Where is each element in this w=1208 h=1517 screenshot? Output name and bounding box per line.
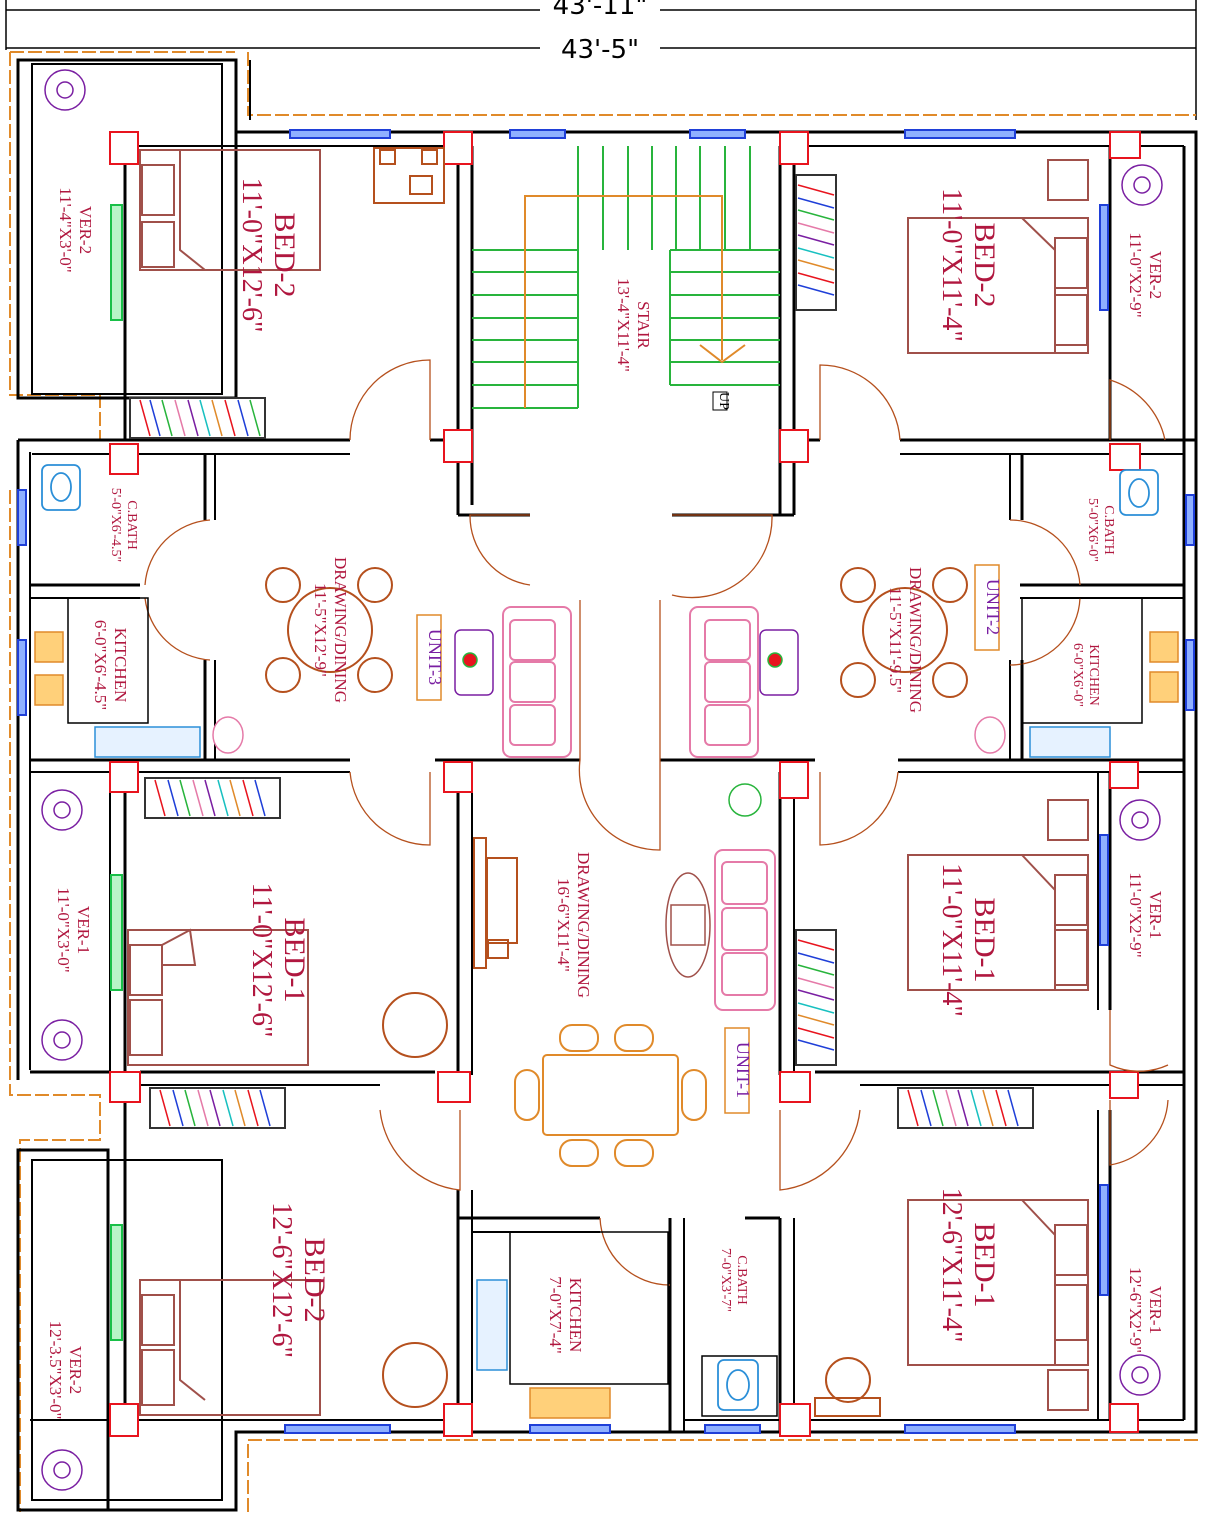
bed2-top-right-name: BED-2 <box>968 223 1001 308</box>
bed-bottom-left <box>139 1279 321 1416</box>
bed1-bottom-right-name: BED-1 <box>968 1223 1001 1308</box>
kitchen-left-name: KITCHEN <box>111 628 130 703</box>
dimension-lines: 43'-11" 43'-5" <box>5 0 1197 120</box>
cbath-left-size: 5'-0"X6'-4.5" <box>108 488 123 562</box>
kitchen-bottom-name: KITCHEN <box>566 1278 585 1353</box>
coffee-tables <box>454 629 799 978</box>
inner-width-dimension: 43'-5" <box>561 35 639 65</box>
tv-unit <box>373 147 518 969</box>
bed2-bottom-left-name: BED-2 <box>298 1238 331 1323</box>
overall-width-dimension: 43'-11" <box>553 0 648 21</box>
bed2-top-left-name: BED-2 <box>268 213 301 298</box>
cbath-right-name: C.BATH <box>1101 505 1116 554</box>
stair-up-label: UP <box>716 392 731 410</box>
drawing-right-size: 11'-5"X11'-9.5" <box>886 587 905 693</box>
ver1-bottom-right-name: VER-1 <box>1146 1286 1165 1334</box>
bed2-top-left-size: 11'-0"X12'-6" <box>236 178 267 333</box>
ver1-bottom-right-size: 12'-6"X2'-9" <box>1126 1267 1145 1353</box>
drawing-center-size: 16'-6"X11'-4" <box>554 878 573 972</box>
sofas <box>502 606 776 1011</box>
ver1-right-name: VER-1 <box>1146 891 1165 939</box>
ver2-bottom-left-name: VER-2 <box>66 1346 85 1394</box>
bed-top-left <box>139 149 321 271</box>
dining-table-center <box>514 1024 707 1167</box>
ver2-top-left-name: VER-2 <box>76 206 95 254</box>
drawing-center-name: DRAWING/DINING <box>574 852 593 998</box>
ver2-top-left-size: 11'-4"X3'-0" <box>56 187 75 272</box>
unit-labels: UNIT-3 UNIT-2 UNIT-1 <box>416 564 1003 1114</box>
bed2-top-right-size: 11'-0"X11'-4" <box>936 188 967 342</box>
door-swings <box>144 359 1169 1286</box>
wardrobes <box>129 174 1034 1129</box>
bed2-bottom-left-size: 12'-6"X12'-6" <box>266 1202 297 1358</box>
drawing-left-name: DRAWING/DINING <box>331 557 350 703</box>
stair: UP <box>472 146 780 411</box>
bed-top-right <box>907 159 1089 354</box>
unit-2-label: UNIT-2 <box>983 579 1003 635</box>
ver2-top-right-name: VER-2 <box>1146 251 1165 299</box>
ver2-top-right-size: 11'-0"X2'-9" <box>1126 232 1145 317</box>
unit-1-label: UNIT-1 <box>733 1042 753 1098</box>
room-labels: VER-2 11'-4"X3'-0" BED-2 11'-0"X12'-6" S… <box>46 178 1165 1420</box>
ver2-bottom-left-size: 12'-3.5"X3'-0" <box>46 1321 65 1420</box>
drawing-left-size: 11'-5"X12'-9" <box>311 583 330 677</box>
cbath-bottom-name: C.BATH <box>734 1255 749 1304</box>
bed1-bottom-right-size: 12'-6"X11'-4" <box>936 1188 967 1343</box>
bed1-left-name: BED-1 <box>278 918 311 1003</box>
bed1-left-size: 11'-0"X12'-6" <box>246 883 277 1038</box>
unit-3-label: UNIT-3 <box>425 629 445 685</box>
furniture <box>34 69 1179 1491</box>
kitchen-fixtures <box>34 597 1179 1419</box>
lounge-chairs <box>382 992 881 1417</box>
kitchen-right-size: 6'-0"X6'-0" <box>1070 643 1085 707</box>
kitchen-left-size: 6'-0"X6'-4.5" <box>91 620 110 710</box>
columns <box>109 131 1141 1437</box>
bed1-right-name: BED-1 <box>968 898 1001 983</box>
drawing-right-name: DRAWING/DINING <box>906 567 925 713</box>
ver1-left-name: VER-1 <box>74 906 93 954</box>
cbath-bottom-size: 7'-0"X3'-7" <box>718 1248 733 1312</box>
cbath-left-name: C.BATH <box>124 500 139 549</box>
bed-right-1 <box>907 799 1089 991</box>
plants <box>41 69 1163 1491</box>
bed1-right-size: 11'-0"X11'-4" <box>936 863 967 1017</box>
bath-fixtures <box>41 464 1159 1417</box>
cbath-right-size: 5'-0"X6'-0" <box>1085 498 1100 562</box>
stair-name: STAIR <box>634 301 653 349</box>
stair-size: 13'-4"X11'-4" <box>614 278 633 372</box>
kitchen-right-name: KITCHEN <box>1086 644 1101 705</box>
kitchen-bottom-size: 7'-0"X7'-4" <box>546 1276 565 1354</box>
bed-bottom-right <box>907 1199 1089 1411</box>
dining-table-right <box>840 567 968 698</box>
ver1-right-size: 11'-0"X2'-9" <box>1126 872 1145 957</box>
dining-table-left <box>265 567 393 693</box>
windows <box>17 129 1195 1434</box>
ver1-left-size: 11'-0"X3'-0" <box>54 887 73 972</box>
bed-left-1 <box>127 928 309 1066</box>
